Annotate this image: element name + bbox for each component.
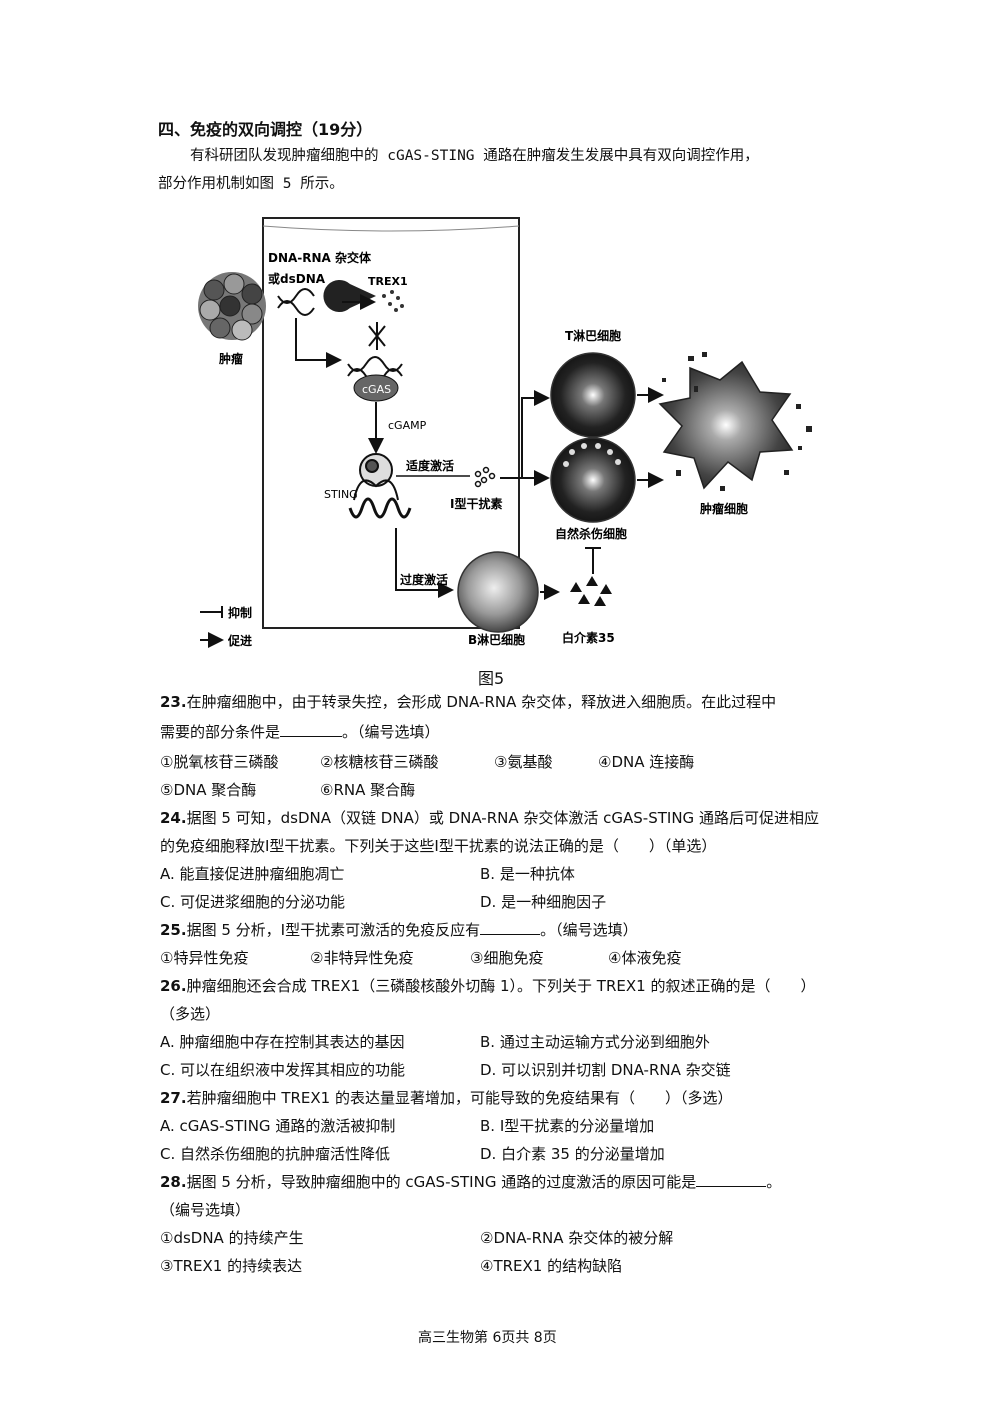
legend-promote: 促进 bbox=[200, 632, 252, 648]
question-26-line2: （多选） bbox=[160, 1005, 221, 1023]
svg-text:抑制: 抑制 bbox=[228, 605, 252, 620]
q23-option: ③氨基酸 bbox=[494, 753, 553, 771]
excessive-activation-label: 过度激活 bbox=[400, 572, 448, 587]
sting-label: STING bbox=[324, 488, 358, 501]
cgas-label: cGAS bbox=[362, 383, 391, 396]
trex1-icon bbox=[323, 279, 376, 312]
q28-option: ①dsDNA 的持续产生 bbox=[160, 1229, 304, 1247]
sting-icon bbox=[348, 453, 412, 519]
q25-option: ④体液免疫 bbox=[608, 949, 682, 967]
inhibit-icon bbox=[368, 322, 386, 350]
legend-inhibit: 抑制 bbox=[200, 605, 252, 620]
q24-option-b: B. 是一种抗体 bbox=[480, 865, 575, 883]
q27-option-d: D. 白介素 35 的分泌量增加 bbox=[480, 1145, 665, 1163]
answer-blank[interactable] bbox=[480, 920, 541, 935]
question-26: 26.肿瘤细胞还会合成 TREX1（三磷酸核酸外切酶 1）。下列关于 TREX1… bbox=[160, 977, 816, 995]
q27-option-c: C. 自然杀伤细胞的抗肿瘤活性降低 bbox=[160, 1145, 391, 1163]
q24-option-c: C. 可促进浆细胞的分泌功能 bbox=[160, 893, 346, 911]
figure-caption: 图5 bbox=[478, 669, 505, 688]
page-footer: 高三生物第 6页共 8页 bbox=[418, 1330, 557, 1346]
b-cell-label: B淋巴细胞 bbox=[468, 632, 525, 647]
q27-option-b: B. Ⅰ型干扰素的分泌量增加 bbox=[480, 1117, 655, 1135]
intro-line-2: 部分作用机制如图 5 所示。 bbox=[158, 176, 344, 192]
question-23-line2: 需要的部分条件是。（编号选填） bbox=[160, 722, 440, 741]
q26-option-b: B. 通过主动运输方式分泌到细胞外 bbox=[480, 1033, 710, 1051]
il35-icon bbox=[570, 576, 612, 606]
il35-label: 白介素35 bbox=[562, 630, 615, 645]
q28-option: ③TREX1 的持续表达 bbox=[160, 1257, 303, 1275]
answer-blank[interactable] bbox=[280, 722, 343, 737]
tumor-cell-box bbox=[262, 217, 520, 629]
q24-option-d: D. 是一种细胞因子 bbox=[480, 893, 607, 911]
cgamp-label: cGAMP bbox=[388, 419, 427, 432]
moderate-activation-label: 适度激活 bbox=[406, 458, 454, 473]
t-cell-icon bbox=[550, 352, 636, 438]
tumor-cell-label: 肿瘤细胞 bbox=[700, 501, 748, 516]
q28-option: ②DNA-RNA 杂交体的被分解 bbox=[480, 1229, 674, 1247]
intro-line-1: 有科研团队发现肿瘤细胞中的 cGAS-STING 通路在肿瘤发生发展中具有双向调… bbox=[190, 148, 759, 164]
interferon-icon bbox=[474, 466, 496, 488]
t-cell-label: T淋巴细胞 bbox=[565, 328, 621, 343]
question-28: 28.据图 5 分析，导致肿瘤细胞中的 cGAS-STING 通路的过度激活的原… bbox=[160, 1172, 782, 1191]
tumor-cell-icon bbox=[658, 360, 794, 490]
tumor-icon bbox=[198, 272, 266, 341]
q23-option: ④DNA 连接酶 bbox=[598, 753, 695, 771]
q23-option: ⑥RNA 聚合酶 bbox=[320, 781, 416, 799]
q23-option: ①脱氧核苷三磷酸 bbox=[160, 753, 279, 771]
b-cell-icon bbox=[457, 551, 539, 633]
q27-option-a: A. cGAS-STING 通路的激活被抑制 bbox=[160, 1117, 396, 1135]
q26-option-a: A. 肿瘤细胞中存在控制其表达的基因 bbox=[160, 1033, 405, 1051]
question-28-line2: （编号选填） bbox=[160, 1201, 251, 1219]
question-25: 25.据图 5 分析，Ⅰ型干扰素可激活的免疫反应有。（编号选填） bbox=[160, 920, 638, 939]
q25-option: ②非特异性免疫 bbox=[310, 949, 414, 967]
figure-5-diagram: 肿瘤 DNA-RNA 杂交体 或dsDNA TREX1 cGAS cGAMP S… bbox=[198, 217, 812, 648]
trex1-label: TREX1 bbox=[368, 275, 408, 288]
q24-option-a: A. 能直接促进肿瘤细胞凋亡 bbox=[160, 865, 345, 883]
q26-option-d: D. 可以识别并切割 DNA-RNA 杂交链 bbox=[480, 1061, 731, 1079]
question-24-line2: 的免疫细胞释放Ⅰ型干扰素。下列关于这些Ⅰ型干扰素的说法正确的是（ ）（单选） bbox=[160, 837, 717, 855]
q25-option: ①特异性免疫 bbox=[160, 949, 249, 967]
question-27: 27.若肿瘤细胞中 TREX1 的表达量显著增加，可能导致的免疫结果有（ ）（多… bbox=[160, 1089, 733, 1107]
question-24: 24.据图 5 可知，dsDNA（双链 DNA）或 DNA-RNA 杂交体激活 … bbox=[160, 809, 819, 827]
fragments-icon bbox=[382, 290, 404, 312]
q25-option: ③细胞免疫 bbox=[470, 949, 544, 967]
q28-option: ④TREX1 的结构缺陷 bbox=[480, 1257, 623, 1275]
q26-option-c: C. 可以在组织液中发挥其相应的功能 bbox=[160, 1061, 406, 1079]
q23-option: ②核糖核苷三磷酸 bbox=[320, 753, 439, 771]
cgas-icon bbox=[353, 374, 399, 402]
tumor-label: 肿瘤 bbox=[219, 351, 243, 366]
nk-cell-icon bbox=[550, 437, 636, 523]
q23-option: ⑤DNA 聚合酶 bbox=[160, 781, 257, 799]
dsdna-icon bbox=[277, 288, 315, 316]
hybrid-label-1: DNA-RNA 杂交体 bbox=[268, 250, 372, 265]
nk-cell-label: 自然杀伤细胞 bbox=[555, 526, 627, 541]
answer-blank[interactable] bbox=[696, 1172, 767, 1187]
interferon-label: Ⅰ型干扰素 bbox=[450, 496, 502, 511]
section-title: 四、免疫的双向调控（19分） bbox=[158, 120, 373, 139]
hybrid-label-2: 或dsDNA bbox=[268, 271, 326, 286]
svg-text:促进: 促进 bbox=[227, 633, 252, 648]
question-23: 23.在肿瘤细胞中，由于转录失控，会形成 DNA-RNA 杂交体，释放进入细胞质… bbox=[160, 693, 777, 711]
